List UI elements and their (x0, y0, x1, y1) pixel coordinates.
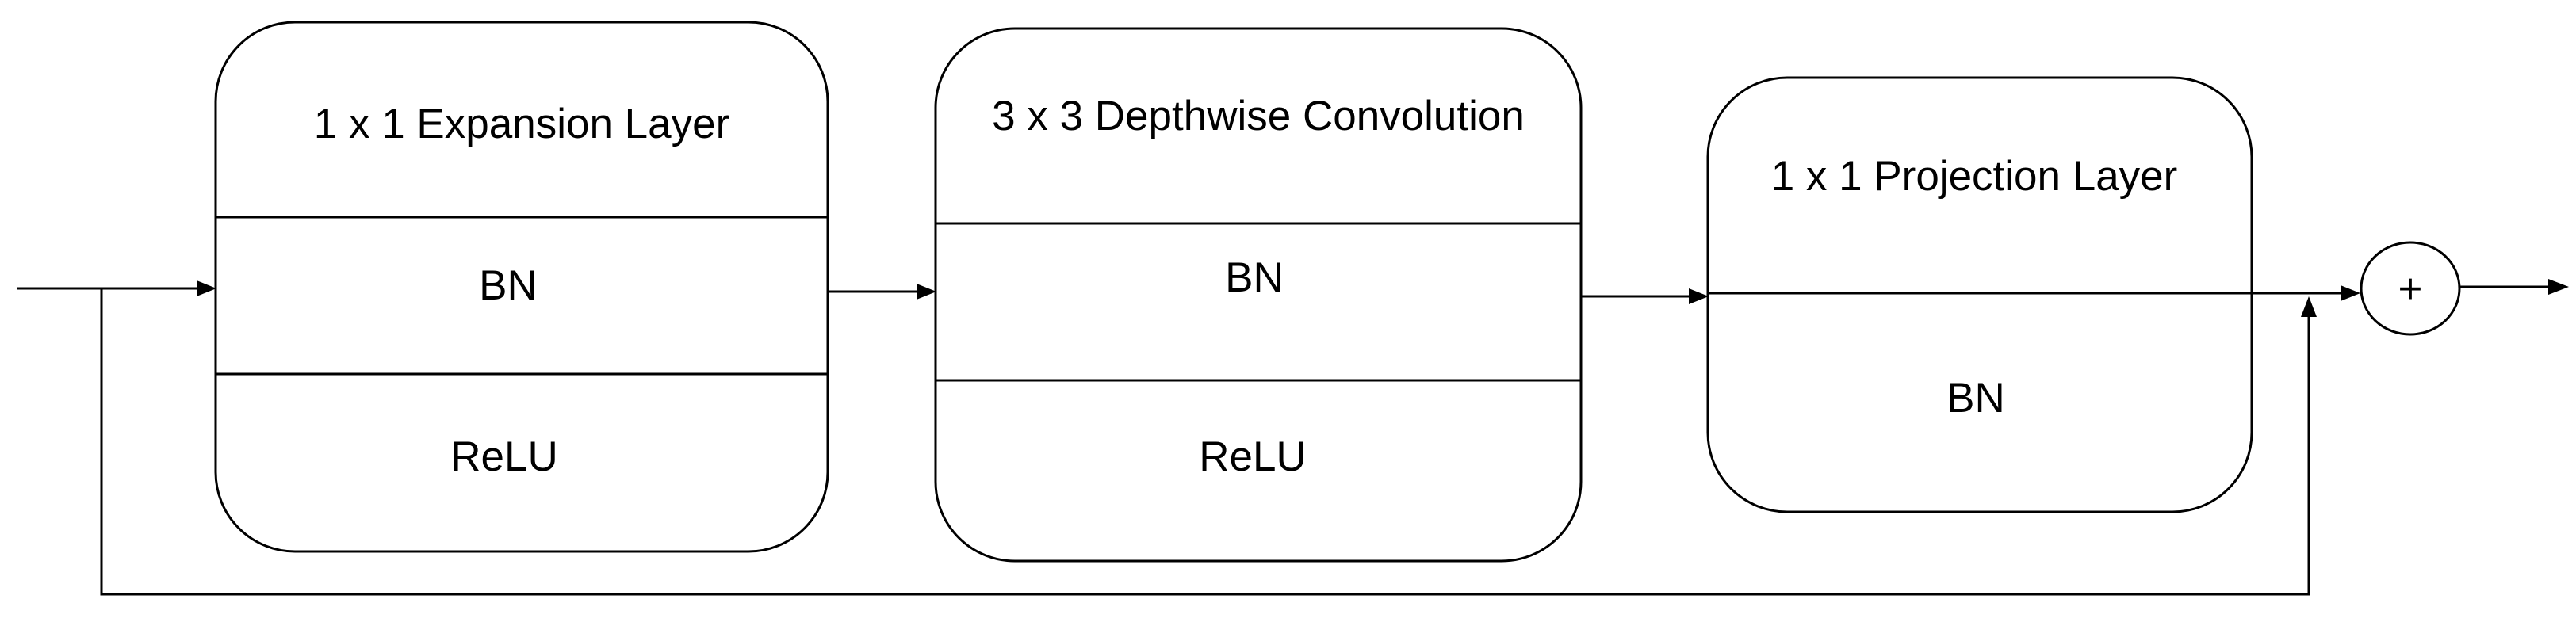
residual-skip-connection (100, 288, 2310, 596)
arrowhead-expansion-to-depthwise (917, 284, 936, 300)
expansion-block-relu-label: ReLU (450, 433, 558, 480)
expansion-block: 1 x 1 Expansion Layer BN ReLU (214, 21, 829, 553)
expansion-block-bn-label: BN (479, 262, 538, 309)
expansion-block-outline (214, 21, 829, 553)
depthwise-block: 3 x 3 Depthwise Convolution BN ReLU (934, 27, 1583, 563)
residual-skip-arrowhead (2301, 296, 2317, 317)
projection-block-outline (1706, 76, 2253, 513)
projection-block: 1 x 1 Projection Layer BN (1706, 76, 2253, 513)
depthwise-block-bn-label: BN (1225, 254, 1284, 301)
depthwise-block-outline (934, 27, 1583, 563)
arrowhead-projection-to-sum (2341, 285, 2360, 301)
depthwise-block-title: 3 x 3 Depthwise Convolution (992, 93, 1525, 139)
projection-block-bn-label: BN (1946, 375, 2005, 422)
input-arrowhead (197, 280, 216, 296)
sum-node-circle (2360, 241, 2461, 336)
sum-node: + (2360, 241, 2461, 336)
expansion-block-title: 1 x 1 Expansion Layer (314, 101, 729, 147)
output-arrowhead (2548, 279, 2569, 295)
sum-node-symbol: + (2398, 265, 2423, 312)
arrowhead-depthwise-to-projection (1689, 288, 1709, 304)
depthwise-block-relu-label: ReLU (1199, 433, 1307, 480)
projection-block-title: 1 x 1 Projection Layer (1771, 153, 2178, 200)
